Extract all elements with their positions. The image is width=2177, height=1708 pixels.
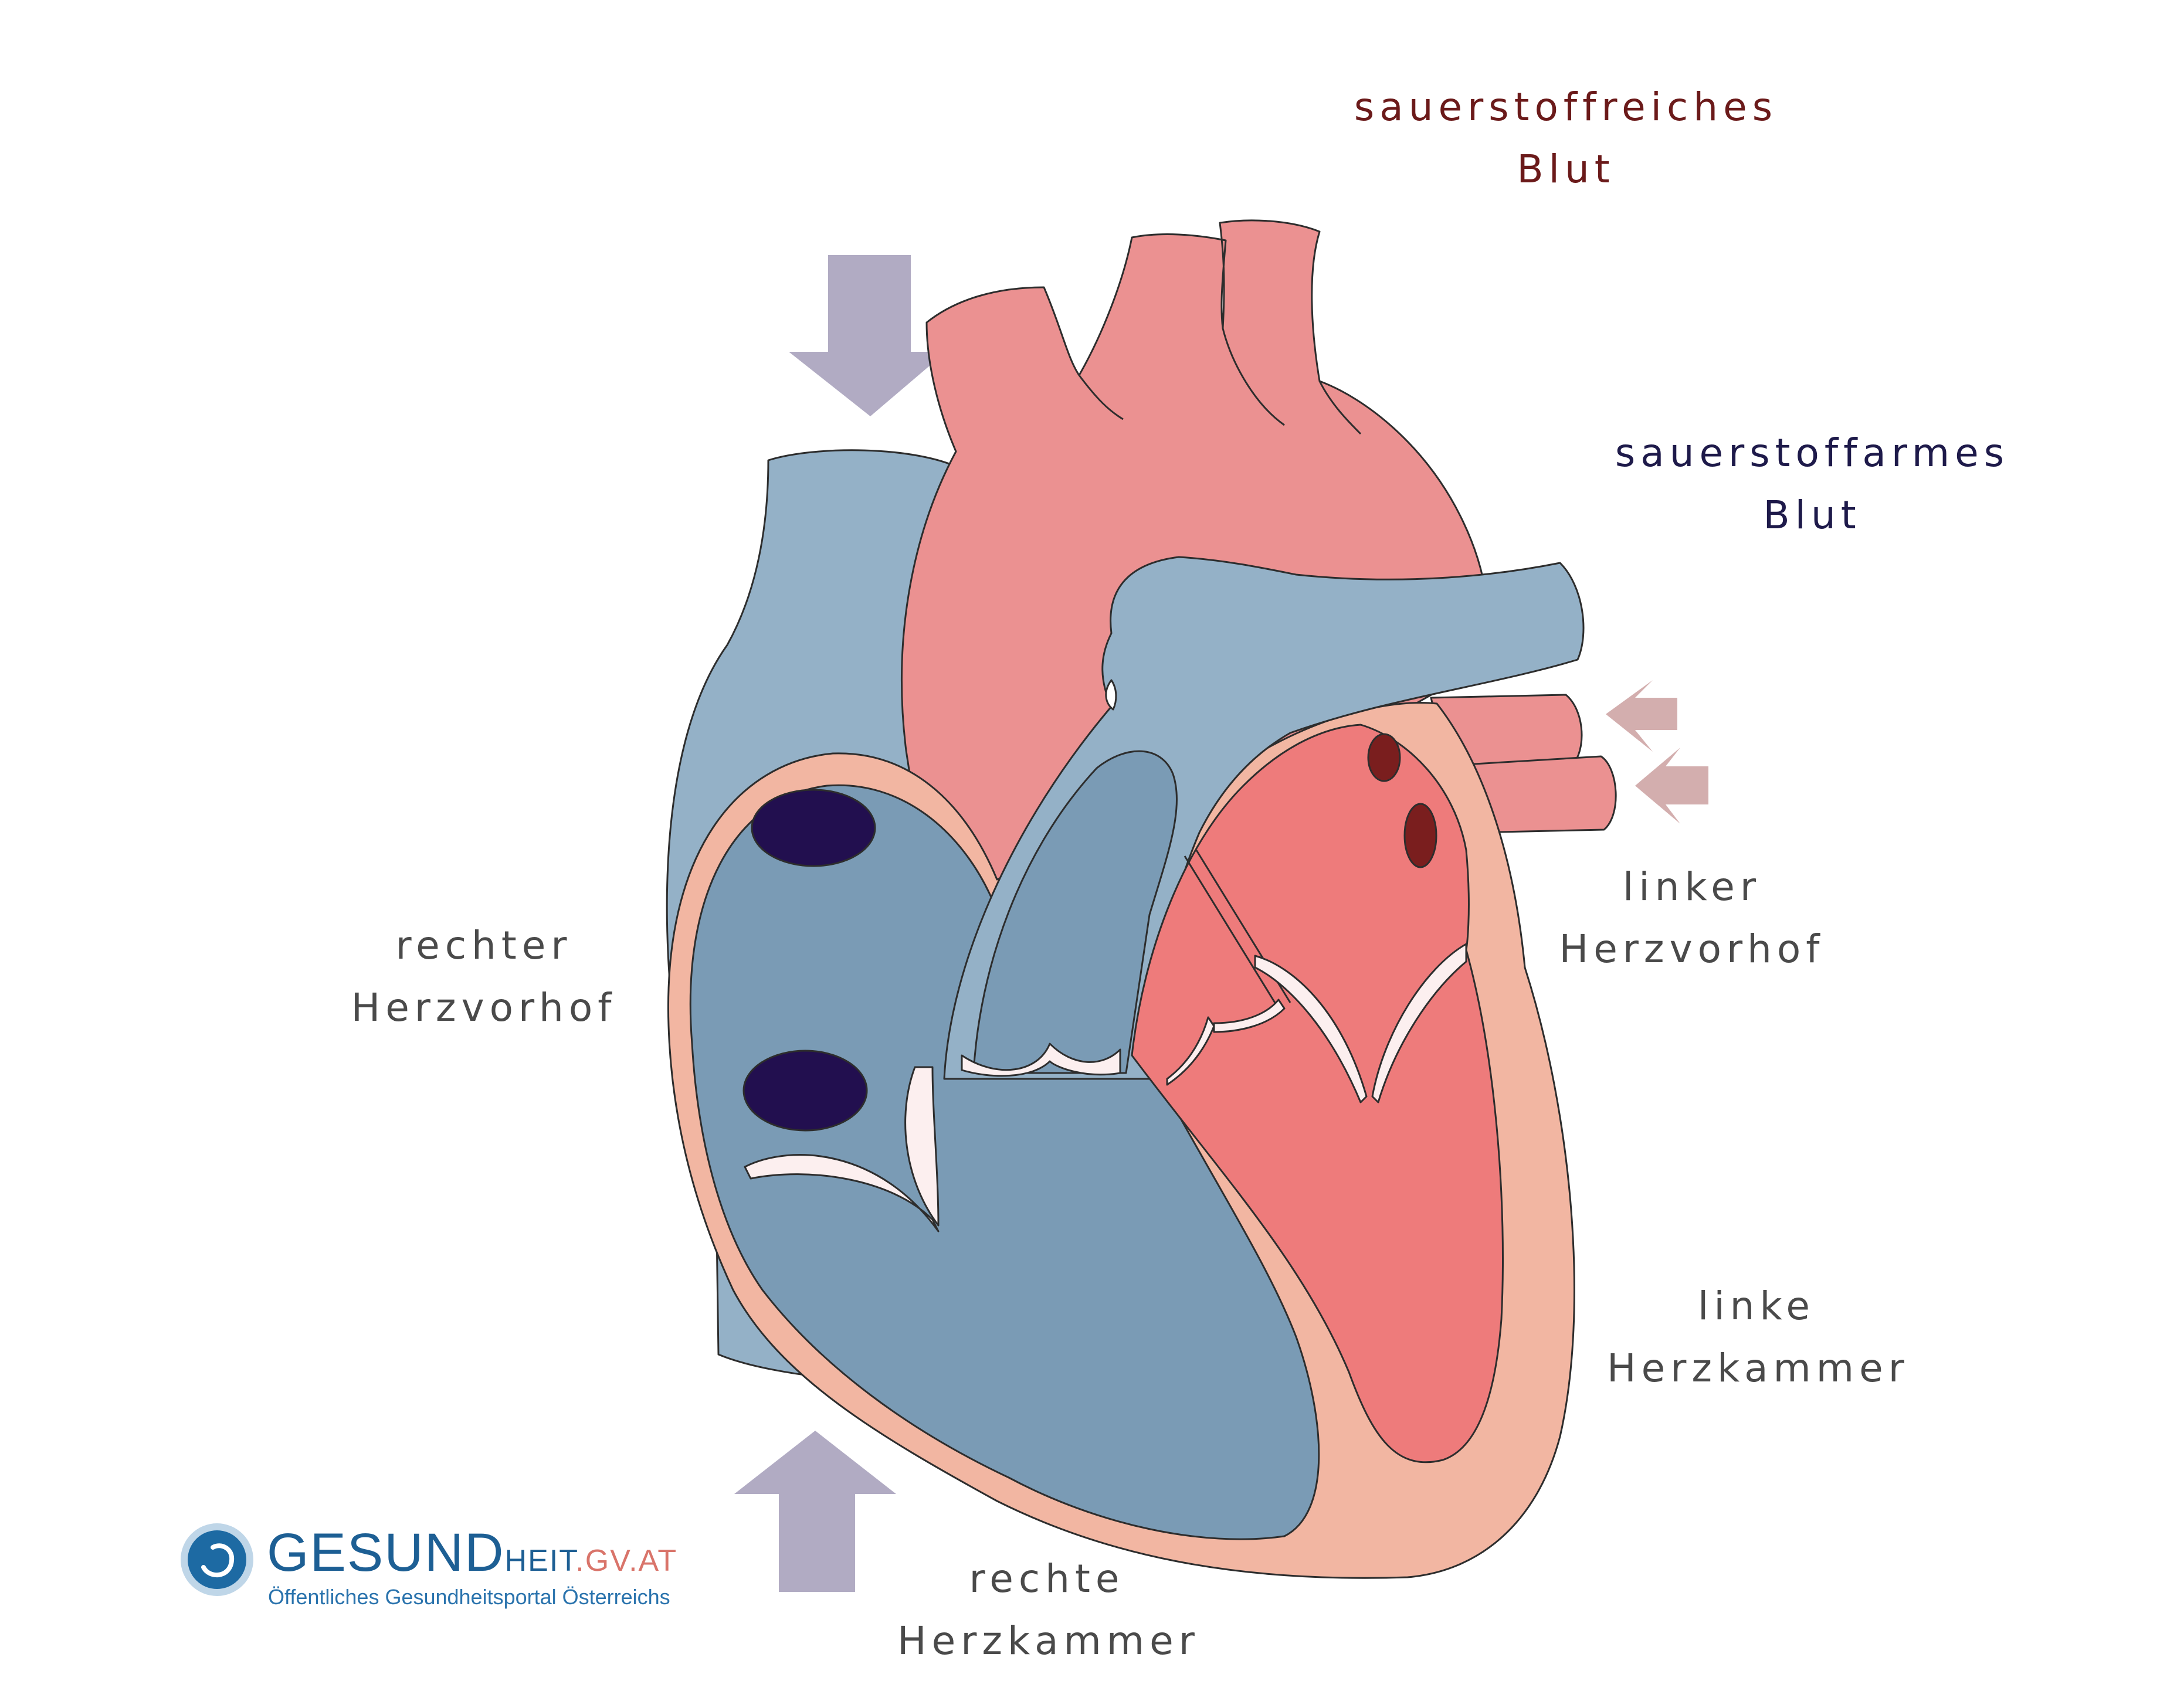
mitral-valve-flap	[1371, 943, 1467, 1103]
logo-brand-text: GESUNDHEIT.GV.AT	[267, 1523, 677, 1590]
pulmonary-trunk-inner	[972, 750, 1178, 1074]
tricuspid-valve	[744, 1154, 940, 1232]
label-oxygen-poor-line2: Blut	[1763, 493, 1861, 538]
right-chamber	[689, 784, 1320, 1540]
arrow-inferior-inflow	[734, 1431, 896, 1592]
gesundheit-logo: GESUNDHEIT.GV.AT Öffentliches Gesundheit…	[179, 1519, 683, 1624]
label-oxygen-poor-blood: sauerstoffarmes Blut	[1607, 422, 2017, 546]
label-oxygen-rich-line1: sauerstoffreiches	[1354, 84, 1778, 130]
aortic-valve-flap	[1213, 999, 1286, 1033]
label-right-ventricle: rechte Herzkammer	[897, 1548, 1196, 1672]
arrow-pulmonary-vein-upper	[1606, 680, 1677, 752]
label-right-atrium-line1: rechter	[395, 923, 572, 968]
left-chamber	[1131, 724, 1504, 1463]
logo-brand-domain: .GV.AT	[575, 1544, 678, 1578]
label-oxygen-rich-line2: Blut	[1517, 147, 1615, 192]
mitral-valve	[1254, 955, 1368, 1103]
logo-brand-suffix: HEIT	[504, 1544, 576, 1578]
arrow-pulmonary-vein-lower	[1635, 748, 1708, 824]
superior-vena-cava-opening	[751, 789, 876, 867]
logo-swirl-icon	[181, 1523, 253, 1596]
pulmonary-vein-opening-upper	[1367, 733, 1401, 782]
tricuspid-valve-flap	[904, 1066, 940, 1227]
label-oxygen-poor-line1: sauerstoffarmes	[1615, 430, 2010, 476]
label-oxygen-rich-blood: sauerstoffreiches Blut	[1343, 76, 1789, 201]
logo-brand-main: GESUND	[267, 1523, 505, 1583]
label-left-ventricle: linke Herzkammer	[1607, 1275, 1906, 1400]
label-left-atrium: linker Herzvorhof	[1554, 856, 1830, 980]
label-right-atrium-line2: Herzvorhof	[351, 985, 617, 1030]
label-left-atrium-line1: linker	[1622, 864, 1762, 909]
label-right-ventricle-line2: Herzkammer	[897, 1618, 1200, 1663]
arrow-superior-inflow	[789, 255, 946, 416]
label-left-ventricle-line2: Herzkammer	[1607, 1346, 1910, 1391]
inferior-vena-cava-opening	[742, 1050, 868, 1132]
pulmonary-vein-opening-lower	[1403, 803, 1437, 868]
pulmonary-valve	[961, 1043, 1121, 1077]
pulmonary-vein-lower	[1453, 755, 1617, 834]
label-right-atrium: rechter Herzvorhof	[346, 915, 622, 1039]
label-right-ventricle-line1: rechte	[969, 1556, 1125, 1601]
label-left-atrium-line2: Herzvorhof	[1559, 926, 1825, 972]
logo-tagline: Öffentliches Gesundheitsportal Österreic…	[268, 1585, 670, 1609]
label-left-ventricle-line1: linke	[1698, 1283, 1815, 1329]
